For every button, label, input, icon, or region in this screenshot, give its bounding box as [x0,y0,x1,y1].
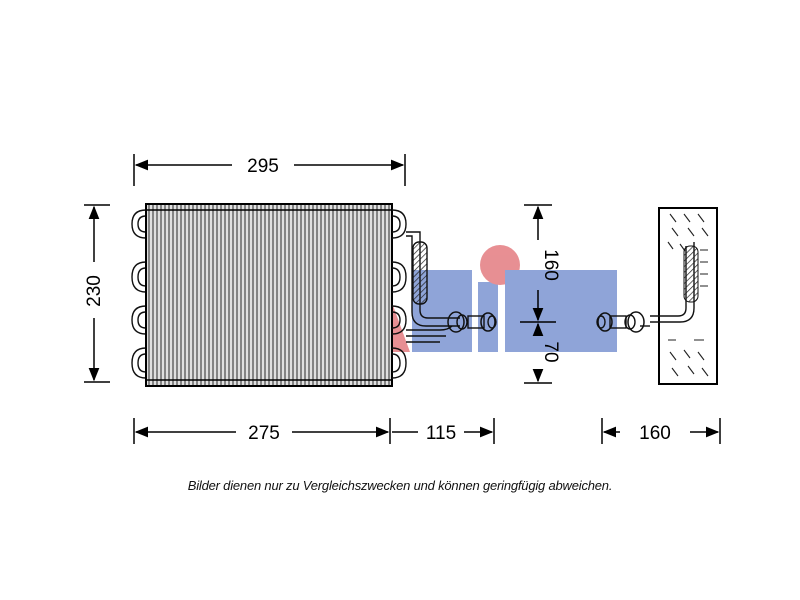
left-tube-bends [131,209,147,379]
pipe-assembly-front [406,231,497,343]
dim-top-width: 295 [247,156,279,177]
disclaimer-caption: Bilder dienen nur zu Vergleichszwecken u… [187,478,613,493]
dim-core-width: 275 [248,423,280,444]
dim-side-width: 160 [639,423,671,444]
watermark-letter-5 [478,282,498,352]
dimension-lines [84,154,721,444]
dim-side-upper: 160 [540,249,561,281]
side-view-plate [596,207,718,385]
evaporator-core [131,203,407,387]
watermark-letter-6 [505,270,617,352]
dim-side-lower: 70 [540,341,561,362]
dim-pipe-offset: 115 [426,423,456,444]
dim-height: 230 [84,275,105,307]
plate-pattern [667,213,709,377]
right-tube-bends [391,209,407,379]
